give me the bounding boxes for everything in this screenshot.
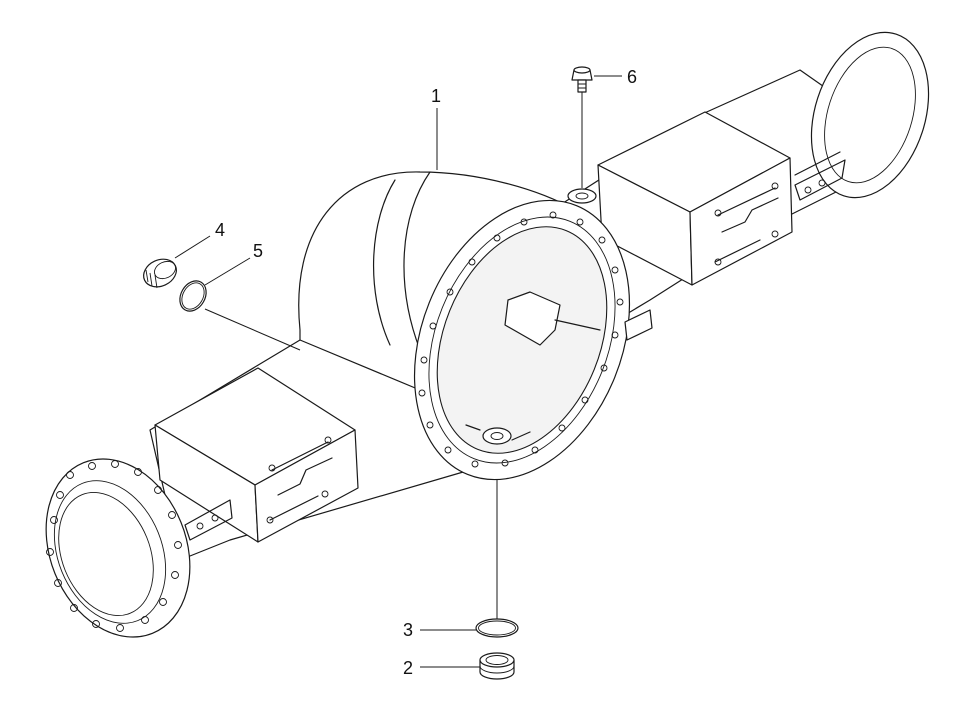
callout-6: 6 <box>627 67 637 87</box>
o-ring-part-3 <box>475 618 519 638</box>
callout-4: 4 <box>215 220 225 240</box>
callout-2: 2 <box>403 658 413 678</box>
o-ring-part-5 <box>179 280 207 312</box>
leader-lines <box>174 75 622 668</box>
callout-3: 3 <box>403 620 413 640</box>
plug-part-4 <box>143 258 177 289</box>
callout-labels: 1 2 3 4 5 6 <box>215 67 637 678</box>
callout-5: 5 <box>253 241 263 261</box>
breather-part-6 <box>571 66 593 93</box>
banjo-bolt-holes <box>418 211 624 468</box>
drain-plug-part-2 <box>479 652 515 680</box>
axle-housing <box>45 31 930 638</box>
left-flange-bolt-holes <box>46 460 182 632</box>
callout-1: 1 <box>431 86 441 106</box>
